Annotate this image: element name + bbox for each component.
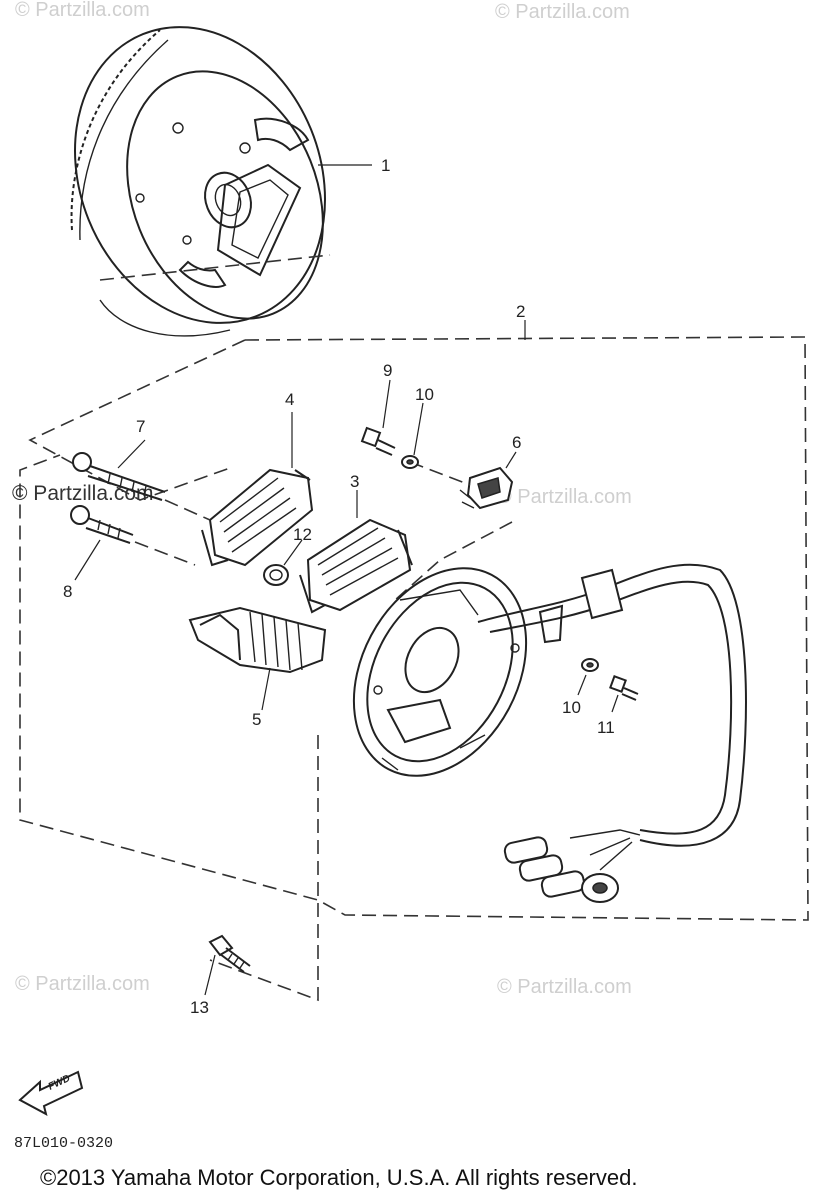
callout-3: 3 xyxy=(350,472,359,491)
callout-7: 7 xyxy=(136,417,145,436)
callout-10-top: 10 xyxy=(415,385,434,404)
screw-11 xyxy=(609,675,639,713)
callout-5: 5 xyxy=(252,710,261,729)
bolt-13 xyxy=(204,934,251,996)
watermark-top-right: © Partzilla.com xyxy=(495,1,630,23)
callout-11: 11 xyxy=(597,718,615,737)
screw-9 xyxy=(360,379,396,456)
coil-3 xyxy=(299,490,413,614)
callout-1: 1 xyxy=(381,156,390,175)
bolt-7 xyxy=(72,439,211,521)
coil-4 xyxy=(201,412,314,567)
callout-8: 8 xyxy=(63,582,72,601)
connector-6 xyxy=(394,451,517,601)
copyright-notice: ©2013 Yamaha Motor Corporation, U.S.A. A… xyxy=(40,1165,637,1190)
flywheel-rotor xyxy=(70,26,372,337)
diagram-code: 87L010-0320 xyxy=(14,1135,113,1152)
washer-10-top xyxy=(401,402,424,469)
callout-13: 13 xyxy=(190,998,209,1017)
washer-10-right xyxy=(577,658,599,696)
watermark-mid-left: © Partzilla.com xyxy=(12,482,154,505)
watermark-top-left: © Partzilla.com xyxy=(15,0,150,21)
callout-9: 9 xyxy=(383,361,392,380)
fwd-arrow-icon: FWD xyxy=(18,1070,84,1116)
wiring-harness xyxy=(477,563,747,903)
watermark-mid-right: © Partzilla.com xyxy=(497,486,632,508)
watermark-bottom-left: © Partzilla.com xyxy=(15,973,150,995)
callout-12: 12 xyxy=(293,525,312,544)
callout-2: 2 xyxy=(516,302,525,321)
collar-12 xyxy=(263,539,303,586)
fwd-label: FWD xyxy=(47,1073,72,1093)
callout-10-right: 10 xyxy=(562,698,581,717)
callout-6: 6 xyxy=(512,433,521,452)
pulser-unit-5 xyxy=(188,606,327,711)
bolt-8 xyxy=(70,505,196,581)
watermark-bottom-right: © Partzilla.com xyxy=(497,976,632,998)
callout-4: 4 xyxy=(285,390,294,409)
